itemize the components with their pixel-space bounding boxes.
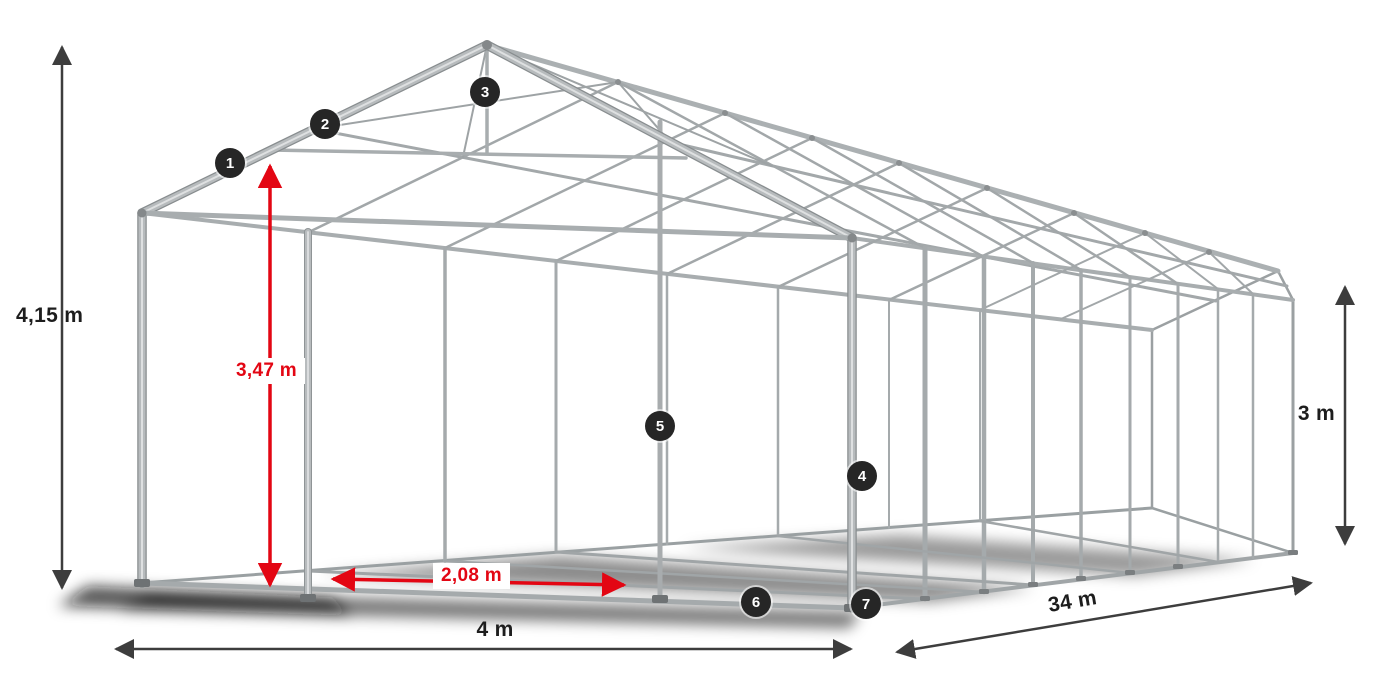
side-height-label: 3 m <box>1297 402 1335 425</box>
length-arrow <box>895 576 1313 659</box>
marker-badge-2: 2 <box>310 109 340 139</box>
marker-badge-3: 3 <box>470 77 500 107</box>
width-label: 4 m <box>476 618 514 641</box>
inner-height-label: 3,47 m <box>228 358 305 384</box>
marker-badge-5: 5 <box>645 411 675 441</box>
dimension-arrows <box>52 45 1355 659</box>
bay-spacing-label: 2,08 m <box>433 563 510 589</box>
marker-badge-7: 7 <box>851 589 881 619</box>
total-height-label: 4,15 m <box>16 304 84 327</box>
marker-badge-6: 6 <box>741 587 771 617</box>
marker-badge-4: 4 <box>847 461 877 491</box>
front-gable-frame <box>137 40 857 613</box>
marker-badge-1: 1 <box>215 148 245 178</box>
